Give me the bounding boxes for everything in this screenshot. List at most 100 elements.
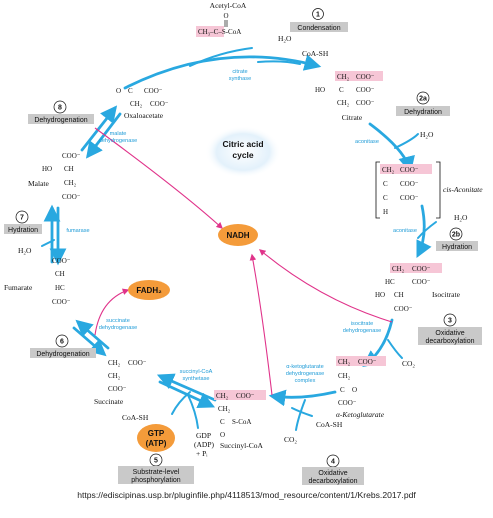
- nadh-label: NADH: [226, 231, 249, 240]
- svg-text:S-CoA: S-CoA: [232, 418, 251, 426]
- svg-text:Citrate: Citrate: [342, 113, 363, 122]
- center-glow: [205, 126, 281, 178]
- svg-text:CH₂: CH₂: [338, 372, 351, 380]
- svg-text:Succinyl-CoA: Succinyl-CoA: [220, 441, 263, 450]
- svg-text:COO⁻: COO⁻: [356, 99, 375, 107]
- nadh-lines: [94, 127, 393, 396]
- svg-text:COO⁻: COO⁻: [52, 298, 71, 306]
- svg-text:Hydration: Hydration: [8, 227, 38, 234]
- svg-text:4: 4: [331, 459, 335, 466]
- gdp-cofactor: GDP (ADP) + Pᵢ: [194, 431, 215, 458]
- arrow-step1: [123, 54, 322, 90]
- co2-step3: CO₂: [402, 359, 415, 368]
- svg-text:H₂O: H₂O: [454, 213, 468, 222]
- gtp-label: GTP: [148, 429, 165, 438]
- svg-text:Oxidative: Oxidative: [318, 470, 347, 477]
- svg-text:COO⁻: COO⁻: [412, 265, 431, 273]
- svg-text:cis-Aconitate: cis-Aconitate: [443, 185, 483, 194]
- svg-text:dehydrogenase: dehydrogenase: [343, 328, 382, 334]
- acetyl-coa: Acetyl-CoA O CH₃–C–S-CoA: [196, 1, 247, 37]
- svg-text:H₂O: H₂O: [278, 34, 292, 43]
- svg-text:3: 3: [448, 318, 452, 325]
- nadh-oval: [218, 224, 258, 246]
- step-5: 5 Substrate-level phosphorylation: [118, 453, 194, 484]
- enzyme-labels: citrate synthase aconitase aconitase iso…: [66, 69, 417, 384]
- svg-text:α-ketoglutarate: α-ketoglutarate: [286, 364, 323, 370]
- svg-text:(ADP): (ADP): [194, 440, 215, 449]
- svg-text:succinate: succinate: [106, 318, 130, 324]
- svg-text:C: C: [339, 86, 344, 94]
- step-6: 6 Dehydrogenation: [30, 334, 96, 358]
- svg-text:COO⁻: COO⁻: [62, 152, 81, 160]
- svg-text:decarboxylation: decarboxylation: [308, 478, 357, 485]
- coa-sh-step5: CoA-SH: [122, 413, 149, 422]
- svg-text:Acetyl-CoA: Acetyl-CoA: [210, 1, 247, 10]
- svg-text:8: 8: [58, 105, 62, 112]
- svg-text:Dehydrogenation: Dehydrogenation: [36, 351, 89, 358]
- svg-text:dehydrogenase: dehydrogenase: [286, 371, 325, 377]
- arrow-step6b: [72, 326, 107, 357]
- fumarate: COO⁻ CH HC COO⁻ Fumarate: [4, 257, 71, 306]
- svg-text:HC: HC: [55, 284, 65, 292]
- svg-text:1: 1: [316, 12, 320, 19]
- svg-text:decarboxylation: decarboxylation: [425, 338, 474, 345]
- svg-text:C: C: [128, 87, 133, 95]
- svg-text:aconitase: aconitase: [393, 228, 417, 234]
- svg-text:Fumarate: Fumarate: [4, 283, 33, 292]
- svg-text:CH₃–C–S-CoA: CH₃–C–S-CoA: [198, 28, 241, 36]
- svg-text:Hydration: Hydration: [442, 244, 472, 251]
- malate: COO⁻ HO CH CH₂ COO⁻ Malate: [28, 152, 81, 201]
- svg-text:Dehydrogenation: Dehydrogenation: [34, 117, 87, 124]
- svg-text:HO: HO: [375, 291, 385, 299]
- svg-text:dehydrogenase: dehydrogenase: [99, 138, 138, 144]
- svg-text:COO⁻: COO⁻: [412, 278, 431, 286]
- svg-text:COO⁻: COO⁻: [400, 194, 419, 202]
- svg-text:CH₂: CH₂: [392, 265, 405, 273]
- svg-text:CH₂: CH₂: [216, 392, 229, 400]
- svg-text:succinyl-CoA: succinyl-CoA: [180, 369, 213, 375]
- svg-text:synthetase: synthetase: [182, 376, 209, 382]
- svg-text:Oxaloacetate: Oxaloacetate: [124, 111, 164, 120]
- svg-text:CH₂: CH₂: [218, 405, 231, 413]
- svg-text:HC: HC: [385, 278, 395, 286]
- svg-text:COO⁻: COO⁻: [356, 73, 375, 81]
- svg-text:malate: malate: [110, 131, 127, 137]
- svg-text:Succinate: Succinate: [94, 397, 124, 406]
- svg-text:C: C: [220, 418, 225, 426]
- svg-text:complex: complex: [295, 378, 316, 384]
- svg-text:Dehydration: Dehydration: [404, 109, 442, 116]
- svg-text:COO⁻: COO⁻: [236, 392, 255, 400]
- svg-text:O: O: [352, 386, 357, 394]
- svg-text:CH₂: CH₂: [108, 372, 121, 380]
- svg-text:COO⁻: COO⁻: [358, 358, 377, 366]
- svg-text:GDP: GDP: [196, 431, 211, 440]
- svg-text:COO⁻: COO⁻: [400, 180, 419, 188]
- svg-text:Isocitrate: Isocitrate: [432, 290, 461, 299]
- oxaloacetate: O C COO⁻ CH₂ COO⁻ Oxaloacetate: [116, 87, 169, 120]
- svg-text:COO⁻: COO⁻: [400, 166, 419, 174]
- svg-text:COO⁻: COO⁻: [144, 87, 163, 95]
- svg-text:dehydrogenase: dehydrogenase: [99, 325, 138, 331]
- svg-text:citrate: citrate: [232, 69, 247, 75]
- svg-text:CH₂: CH₂: [64, 179, 77, 187]
- svg-text:CH: CH: [55, 270, 65, 278]
- svg-text:O: O: [220, 431, 225, 439]
- svg-text:COO⁻: COO⁻: [356, 86, 375, 94]
- svg-text:6: 6: [60, 339, 64, 346]
- svg-text:COO⁻: COO⁻: [62, 193, 81, 201]
- svg-text:HO: HO: [42, 165, 52, 173]
- succinate: CH₂ COO⁻ CH₂ COO⁻ Succinate: [94, 359, 147, 406]
- svg-text:COO⁻: COO⁻: [394, 305, 413, 313]
- svg-text:CH₂: CH₂: [337, 73, 350, 81]
- citric-acid-cycle-diagram: Citric acid cycle: [4, 1, 483, 485]
- alpha-ketoglutarate: CH₂ COO⁻ CH₂ C O COO⁻ α-Ketoglutarate: [336, 356, 386, 419]
- center-title-line2: cycle: [232, 150, 254, 160]
- svg-text:C: C: [383, 180, 388, 188]
- svg-text:O: O: [223, 12, 228, 20]
- step-4: 4 Oxidative decarboxylation: [302, 454, 364, 485]
- svg-text:CH: CH: [394, 291, 404, 299]
- svg-text:fumarase: fumarase: [66, 228, 89, 234]
- svg-text:CH₂: CH₂: [108, 359, 121, 367]
- svg-text:COO⁻: COO⁻: [338, 399, 357, 407]
- svg-text:CH₂: CH₂: [338, 358, 351, 366]
